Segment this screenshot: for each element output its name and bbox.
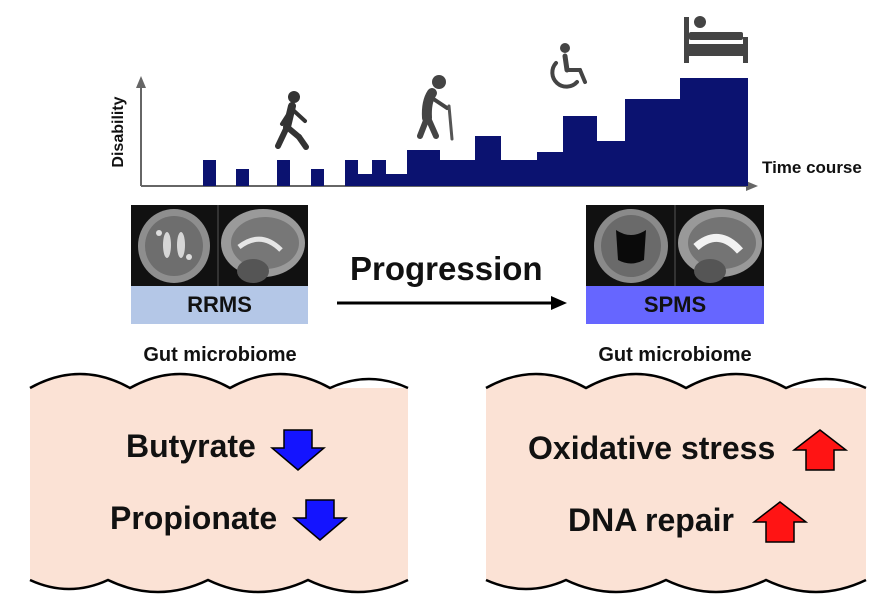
- progression-label: Progression: [350, 250, 543, 287]
- left-gut-panel: [29, 372, 409, 594]
- spms-label: SPMS: [586, 286, 764, 324]
- walking-person-icon: [275, 91, 309, 150]
- disability-chart: Disability Time course: [110, 16, 862, 191]
- left-gut-title: Gut microbiome: [143, 344, 297, 366]
- y-axis-label: Disability: [110, 96, 127, 167]
- person-with-cane-icon: [417, 75, 454, 141]
- wheelchair-icon: [550, 43, 587, 89]
- relapse-bar: [236, 169, 249, 186]
- right-gut-title: Gut microbiome: [598, 344, 752, 366]
- rrms-mri-images: [131, 205, 308, 286]
- spms-mri-drawing: [594, 205, 762, 286]
- oxidative-stress-up-arrow-icon: [792, 429, 848, 471]
- rrms-mri-drawing: [138, 205, 305, 286]
- butyrate-label: Butyrate: [126, 428, 256, 464]
- relapse-bar: [203, 160, 216, 186]
- spms-mri-images: [586, 205, 764, 286]
- progression-arrow: [337, 296, 567, 310]
- propionate-down-arrow-icon: [292, 499, 348, 541]
- progression-area: [345, 78, 748, 186]
- propionate-label: Propionate: [110, 500, 278, 536]
- right-gut-panel: [485, 372, 867, 594]
- relapse-bar: [311, 169, 324, 186]
- relapse-bars: [203, 160, 324, 186]
- butyrate-down-arrow-icon: [270, 429, 326, 471]
- x-axis-arrowhead: [746, 181, 758, 191]
- oxidative-stress-label: Oxidative stress: [528, 430, 776, 466]
- relapse-bar: [277, 160, 290, 186]
- x-axis-label: Time course: [762, 158, 862, 177]
- dna-repair-up-arrow-icon: [752, 501, 808, 543]
- gut-panels: [29, 372, 867, 594]
- dna-repair-label: DNA repair: [568, 502, 734, 538]
- rrms-label: RRMS: [131, 286, 308, 324]
- y-axis-arrowhead: [136, 76, 146, 88]
- bed-icon: [684, 16, 748, 63]
